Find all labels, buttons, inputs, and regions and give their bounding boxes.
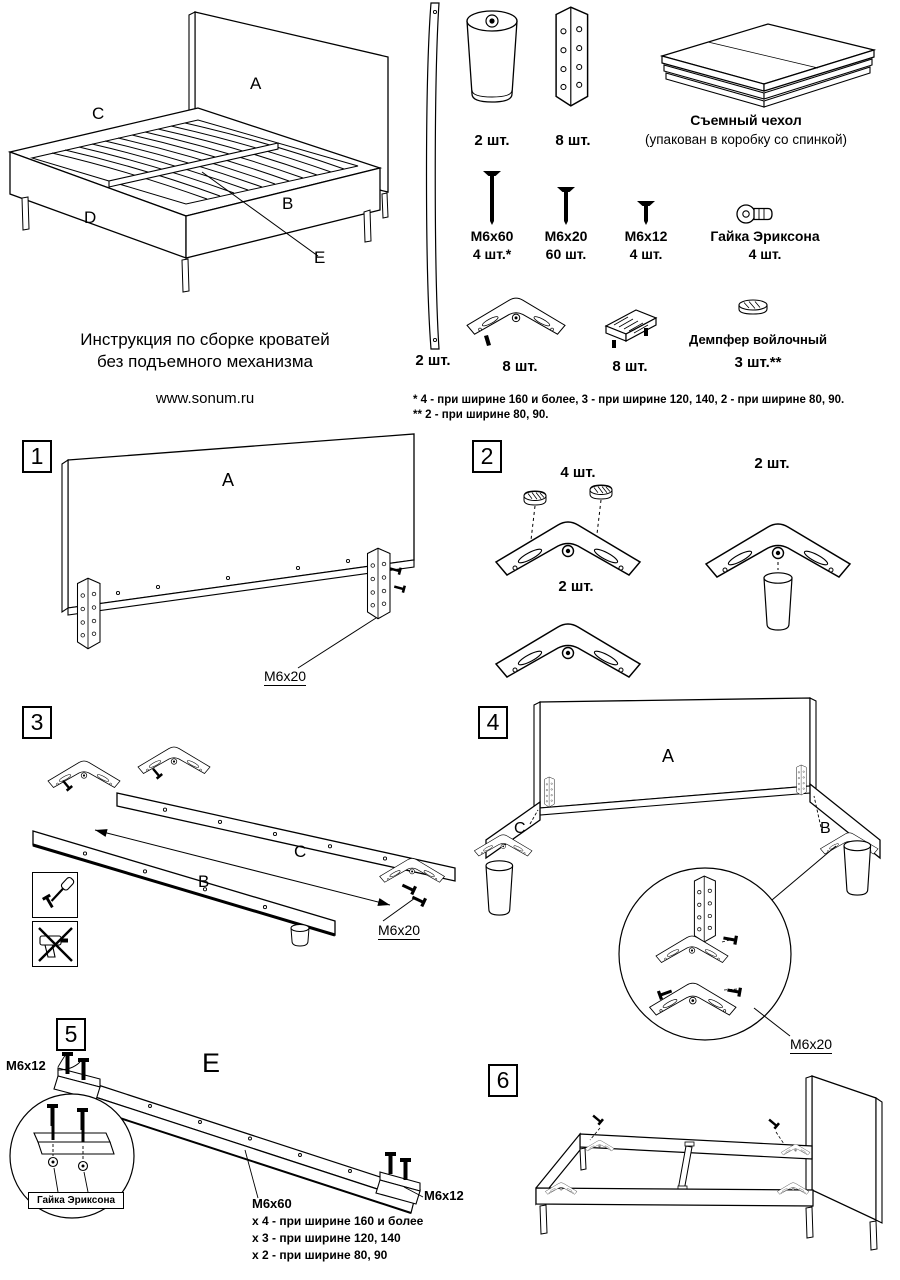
step2-qty-bottom: 2 шт. [558, 578, 594, 595]
part-m6x60-name: М6х60 [470, 228, 514, 244]
step5-nut-label: Гайка Эриксона [28, 1192, 124, 1209]
step-5-number: 5 [56, 1018, 86, 1051]
part-nut-name: Гайка Эриксона [710, 228, 820, 244]
part-plate-drawing [466, 297, 566, 346]
part-damper-name: Демпфер войлочный [689, 332, 827, 347]
title-line-1: Инструкция по сборке кроватей [80, 330, 330, 349]
overview-label-d: D [84, 208, 97, 227]
part-corner-bracket-drawing [555, 6, 589, 107]
footnote-1: * 4 - при ширине 160 и более, 3 - при ши… [413, 394, 845, 406]
part-m6x60-qty: 4 шт.* [472, 246, 512, 262]
step3-bolt-label: М6х20 [378, 922, 421, 940]
part-m6x20-qty: 60 шт. [545, 246, 587, 262]
part-damper-qty: 3 шт.** [734, 354, 782, 371]
overview-label-e: E [314, 248, 326, 267]
hand-screwdriver-icon [32, 872, 78, 918]
part-bolt-m6x60-drawing [483, 171, 501, 225]
step5-note-3: х 2 - при ширине 80, 90 [252, 1248, 388, 1262]
website-url: www.sonum.ru [155, 390, 255, 407]
no-power-tool-icon [32, 921, 78, 967]
step-6-number: 6 [488, 1064, 518, 1097]
part-slat-qty: 2 шт. [415, 352, 451, 369]
step5-drawing [9, 1052, 424, 1219]
part-bolt-m6x20-drawing [557, 187, 575, 225]
step2-qty-top: 4 шт. [560, 464, 596, 481]
step4-label-a: A [662, 746, 675, 766]
footnote-2: ** 2 - при ширине 80, 90. [413, 409, 549, 421]
step5-note-1: х 4 - при ширине 160 и более [252, 1214, 424, 1228]
part-nut-qty: 4 шт. [748, 246, 782, 262]
part-slat-drawing [425, 2, 440, 350]
title-line-2: без подъемного механизма [97, 352, 313, 371]
step3-label-b: B [198, 872, 210, 891]
step1-label-a: A [222, 470, 235, 490]
part-m6x20-name: М6х20 [544, 228, 588, 244]
overview-label-b: B [282, 194, 294, 213]
part-erikson-nut-drawing [736, 204, 773, 224]
step4-label-c: C [514, 820, 526, 837]
step5-bolt-right-label: М6х12 [424, 1188, 464, 1203]
step4-drawing [474, 697, 881, 1041]
part-leg-drawing [466, 10, 518, 103]
step5-label-e: E [202, 1048, 221, 1078]
step-4-number: 4 [478, 706, 508, 739]
step5-bolt-left-label: М6х12 [6, 1058, 46, 1073]
step3-drawing [32, 746, 456, 947]
part-corner-bracket-qty: 8 шт. [555, 132, 591, 149]
step-3-number: 3 [22, 706, 52, 739]
step1-bolt-label: М6х20 [264, 668, 307, 686]
part-small-bracket-qty: 8 шт. [612, 358, 648, 375]
step4-bolt-label: М6х20 [790, 1036, 833, 1054]
part-cover-drawing [659, 23, 877, 108]
overview-label-a: A [250, 74, 262, 93]
part-cover-title: Съемный чехол [690, 112, 802, 128]
step5-bolt-center-label: М6х60 [252, 1196, 292, 1211]
step2-drawing [495, 484, 851, 678]
step2-qty-right: 2 шт. [754, 455, 790, 472]
overview-label-c: C [92, 104, 105, 123]
part-m6x12-qty: 4 шт. [629, 246, 663, 262]
step3-label-c: C [294, 842, 307, 861]
step1-drawing [61, 433, 415, 669]
part-cover-note: (упакован в коробку со спинкой) [645, 132, 847, 147]
bed-overview-drawing [7, 11, 389, 293]
part-plate-qty: 8 шт. [502, 358, 538, 375]
part-leg-qty: 2 шт. [474, 132, 510, 149]
part-damper-drawing [738, 299, 768, 315]
part-small-bracket-drawing [604, 309, 658, 348]
step4-label-b: B [820, 820, 831, 837]
step-1-number: 1 [22, 440, 52, 473]
step5-note-2: х 3 - при ширине 120, 140 [252, 1231, 401, 1245]
step-2-number: 2 [472, 440, 502, 473]
step6-drawing [535, 1075, 883, 1251]
part-bolt-m6x12-drawing [637, 201, 655, 225]
part-m6x12-name: М6х12 [624, 228, 668, 244]
